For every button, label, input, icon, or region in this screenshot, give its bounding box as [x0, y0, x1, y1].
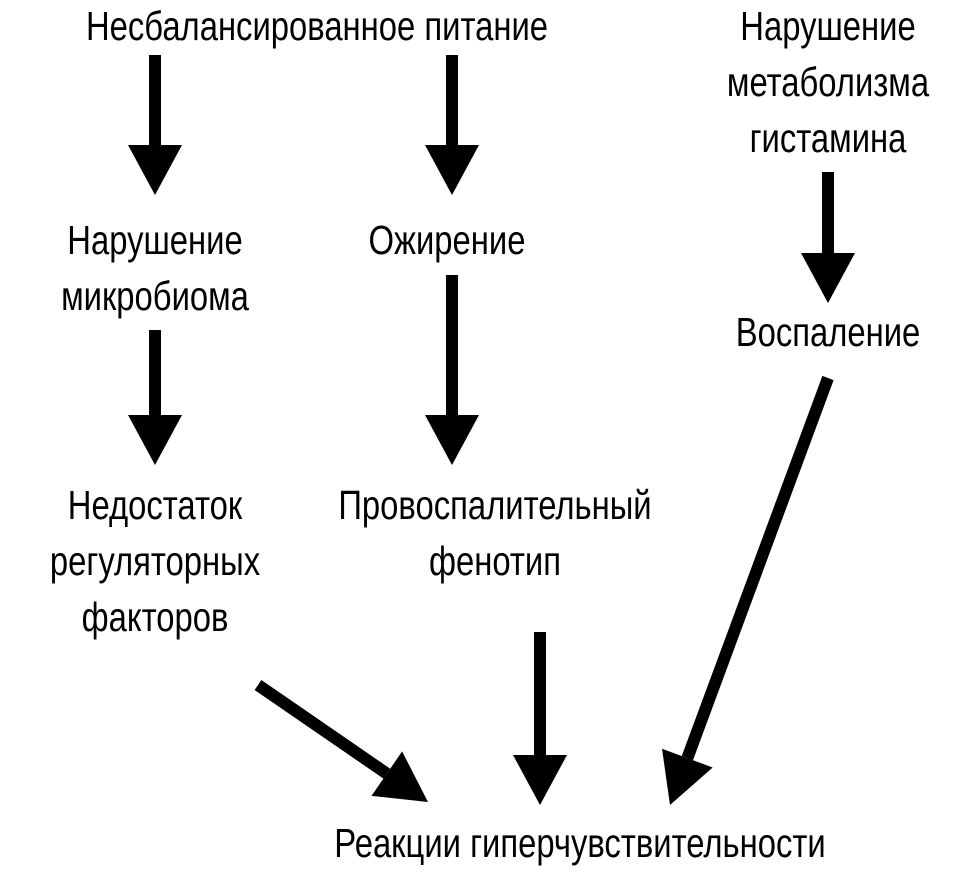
node-label: Несбалансированное питание [85, 3, 549, 49]
node-label: Реакции гиперчувствительности [334, 820, 826, 866]
arrow-head [662, 748, 713, 805]
arrow-inflammation-to-hypersensitivity [662, 375, 834, 805]
arrow-shaft [149, 330, 161, 415]
node-regulatory-deficit: Недостаток регуляторных факторов [24, 477, 287, 645]
node-label: факторов [81, 594, 229, 640]
arrow-unbalanced_nutrition-to-obesity [425, 55, 479, 195]
arrow-shaft [822, 172, 834, 253]
node-inflammation: Воспаление [713, 304, 944, 360]
node-proinflammatory-phenotype: Провоспалительный фенотип [299, 477, 691, 589]
arrow-shaft [446, 55, 458, 145]
arrow-shaft [534, 632, 546, 755]
arrow-histamine_metabolism-to-inflammation [801, 172, 855, 303]
arrow-head [801, 253, 855, 303]
arrow-shaft [681, 375, 834, 761]
node-label: Недостаток [67, 482, 243, 528]
arrow-proinflammatory-to-hypersensitivity [513, 632, 567, 805]
arrow-microbiome-to-regulatory_deficit [128, 330, 182, 465]
arrow-unbalanced_nutrition-to-microbiome [128, 55, 182, 195]
node-label: Нарушение [740, 3, 916, 49]
node-label: гистамина [749, 115, 907, 161]
arrow-head [425, 145, 479, 195]
arrow-head [128, 415, 182, 465]
node-label: Нарушение [67, 217, 243, 263]
arrow-shaft [149, 55, 161, 145]
arrow-regulatory_deficit-to-hypersensitivity [254, 680, 428, 802]
node-label: метаболизма [726, 59, 930, 105]
arrow-shaft [446, 275, 458, 415]
node-label: Воспаление [735, 309, 921, 355]
arrow-head [425, 415, 479, 465]
node-label: Провоспалительный [338, 482, 652, 528]
node-unbalanced-nutrition: Несбалансированное питание [28, 0, 606, 54]
node-microbiome: Нарушение микробиома [38, 212, 273, 324]
arrow-shaft [254, 680, 391, 779]
node-label: Ожирение [368, 217, 526, 263]
arrow-head [513, 755, 567, 805]
arrow-obesity-to-proinflammatory [425, 275, 479, 465]
node-label: фенотип [429, 538, 561, 584]
node-hypersensitivity: Реакции гиперчувствительности [273, 815, 887, 870]
arrow-head [128, 145, 182, 195]
node-histamine-metabolism: Нарушение метаболизма гистамина [702, 0, 955, 166]
node-label: регуляторных [49, 538, 261, 584]
arrow-head [371, 751, 428, 802]
node-label: микробиома [61, 273, 249, 319]
node-obesity: Ожирение [349, 212, 545, 268]
